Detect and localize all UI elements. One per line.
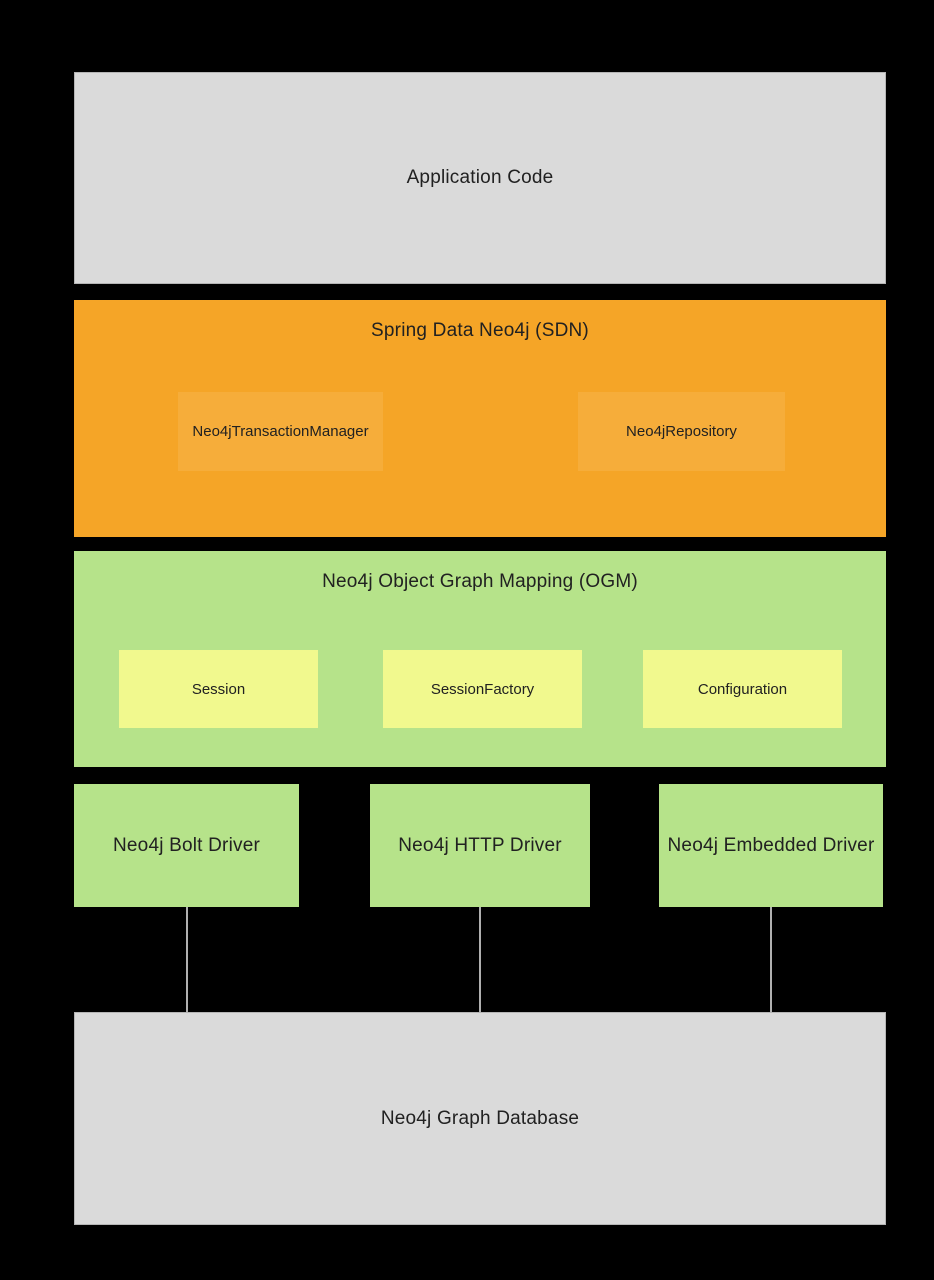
ogm-session-factory-label: SessionFactory xyxy=(430,680,535,698)
sdn-repository-label: Neo4jRepository xyxy=(626,423,737,440)
embedded-driver-label: Neo4j Embedded Driver xyxy=(667,834,875,856)
ogm-box: Neo4j Object Graph Mapping (OGM) Session… xyxy=(74,551,886,767)
http-driver-box: Neo4j HTTP Driver xyxy=(370,784,590,907)
ogm-session-box: Session xyxy=(119,650,318,728)
http-driver-label: Neo4j HTTP Driver xyxy=(398,834,562,856)
embedded-driver-connector-line xyxy=(770,907,772,1012)
embedded-driver-box: Neo4j Embedded Driver xyxy=(659,784,883,907)
graph-database-box: Neo4j Graph Database xyxy=(74,1012,886,1225)
bolt-driver-box: Neo4j Bolt Driver xyxy=(74,784,299,907)
ogm-session-label: Session xyxy=(191,680,246,698)
ogm-session-factory-box: SessionFactory xyxy=(383,650,582,728)
http-driver-connector-line xyxy=(479,907,481,1012)
sdn-title: Spring Data Neo4j (SDN) xyxy=(371,320,589,341)
ogm-title: Neo4j Object Graph Mapping (OGM) xyxy=(322,571,638,592)
bolt-driver-connector-line xyxy=(186,907,188,1012)
sdn-transaction-manager-box: Neo4jTransactionManager xyxy=(178,392,383,471)
application-code-box: Application Code xyxy=(74,72,886,284)
ogm-configuration-label: Configuration xyxy=(697,680,788,698)
ogm-configuration-box: Configuration xyxy=(643,650,842,728)
sdn-transaction-manager-label: Neo4jTransactionManager xyxy=(192,423,369,440)
sdn-repository-box: Neo4jRepository xyxy=(578,392,785,471)
sdn-box: Spring Data Neo4j (SDN) Neo4jTransaction… xyxy=(74,300,886,537)
bolt-driver-label: Neo4j Bolt Driver xyxy=(112,834,260,856)
application-code-label: Application Code xyxy=(406,167,554,188)
graph-database-label: Neo4j Graph Database xyxy=(380,1107,580,1129)
